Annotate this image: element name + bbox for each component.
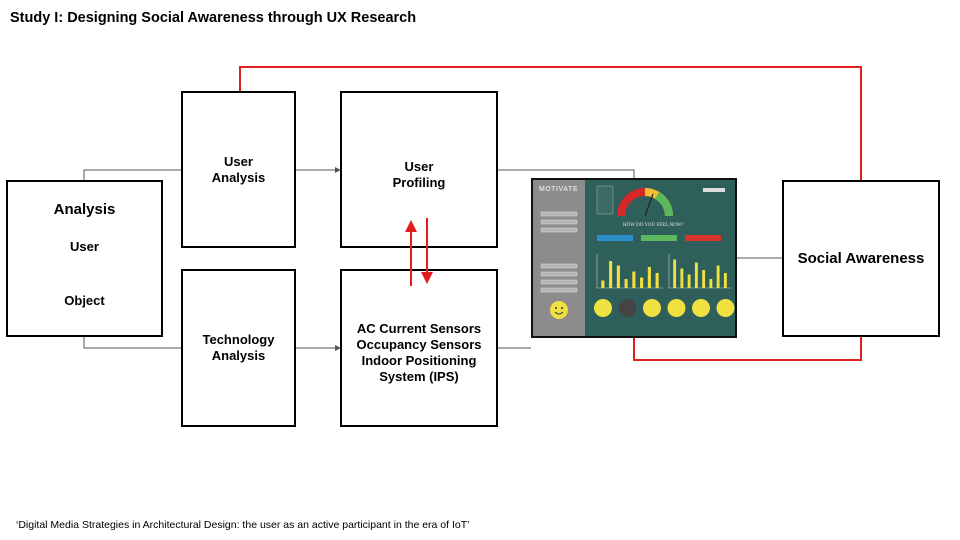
user-profiling-line-1: User	[404, 159, 434, 174]
technology-analysis-line-1: Technology	[202, 332, 275, 347]
smiley-icon	[550, 301, 568, 319]
dashboard-bar	[632, 271, 636, 288]
technology-analysis-line-2: Analysis	[211, 348, 266, 363]
people-icon	[716, 299, 735, 317]
dashboard-bar	[702, 270, 706, 288]
connector-analysis-to-technology-analysis	[83, 337, 182, 349]
analysis-object-label: Object	[64, 293, 105, 308]
footer-citation: ‘Digital Media Strategies in Architectur…	[16, 519, 470, 531]
sensors-line-3: Indoor Positioning	[361, 353, 477, 368]
leaf-icon	[643, 299, 661, 317]
analysis-box: Analysis User Object	[6, 180, 163, 337]
user-analysis-line-2: Analysis	[211, 169, 266, 185]
dashboard-bar	[709, 279, 713, 288]
pulse-icon	[692, 299, 710, 317]
dashboard-image: MOTIVATE HOW DO Y	[531, 178, 737, 338]
dashboard-icon-row	[594, 299, 735, 317]
car-icon	[594, 299, 612, 317]
connector-analysis-to-user-analysis	[83, 169, 182, 180]
social-awareness-box: Social Awareness	[782, 180, 940, 337]
user-analysis-box: User Analysis	[181, 91, 296, 248]
user-profiling-line-2: Profiling	[392, 175, 446, 190]
dashboard-bar	[680, 268, 684, 288]
dashboard-bar	[694, 262, 698, 288]
dashboard-question: HOW DO YOU FEEL NOW?	[623, 223, 684, 228]
social-awareness-label: Social Awareness	[797, 249, 925, 267]
red-feedback-top	[239, 66, 862, 180]
dashboard-bar	[673, 259, 677, 288]
dashboard-bar	[624, 279, 628, 288]
dashboard-bar	[647, 267, 651, 288]
connector-profiling-to-dashboard	[498, 169, 635, 179]
plug-icon	[618, 299, 637, 317]
red-feedback-bottom	[633, 337, 862, 361]
sensors-line-4: System (IPS)	[379, 369, 459, 384]
sensors-line-1: AC Current Sensors	[356, 321, 482, 336]
dashboard-bar	[687, 274, 691, 288]
dashboard-graphics	[540, 185, 735, 319]
analysis-user-label: User	[70, 239, 99, 254]
dashboard-bar	[716, 265, 720, 288]
page-title: Study I: Designing Social Awareness thro…	[10, 10, 417, 26]
dashboard-bar	[616, 265, 620, 288]
dashboard-logo: MOTIVATE	[539, 186, 579, 193]
dashboard-chart-right	[673, 259, 727, 288]
user-profiling-box: User Profiling	[340, 91, 498, 248]
thermometer-icon	[667, 299, 686, 317]
analysis-title: Analysis	[53, 201, 116, 218]
technology-analysis-box: Technology Analysis	[181, 269, 296, 427]
dashboard-bar	[640, 277, 644, 288]
dashboard-chart-left	[601, 261, 659, 288]
dashboard-bar	[609, 261, 613, 288]
sensors-box: AC Current Sensors Occupancy Sensors Ind…	[340, 269, 498, 427]
dashboard-bar	[723, 273, 727, 288]
user-analysis-line-1: User	[224, 153, 253, 169]
dashboard-bar	[655, 273, 659, 288]
dashboard-bar	[601, 280, 605, 288]
sensors-line-2: Occupancy Sensors	[356, 337, 482, 352]
